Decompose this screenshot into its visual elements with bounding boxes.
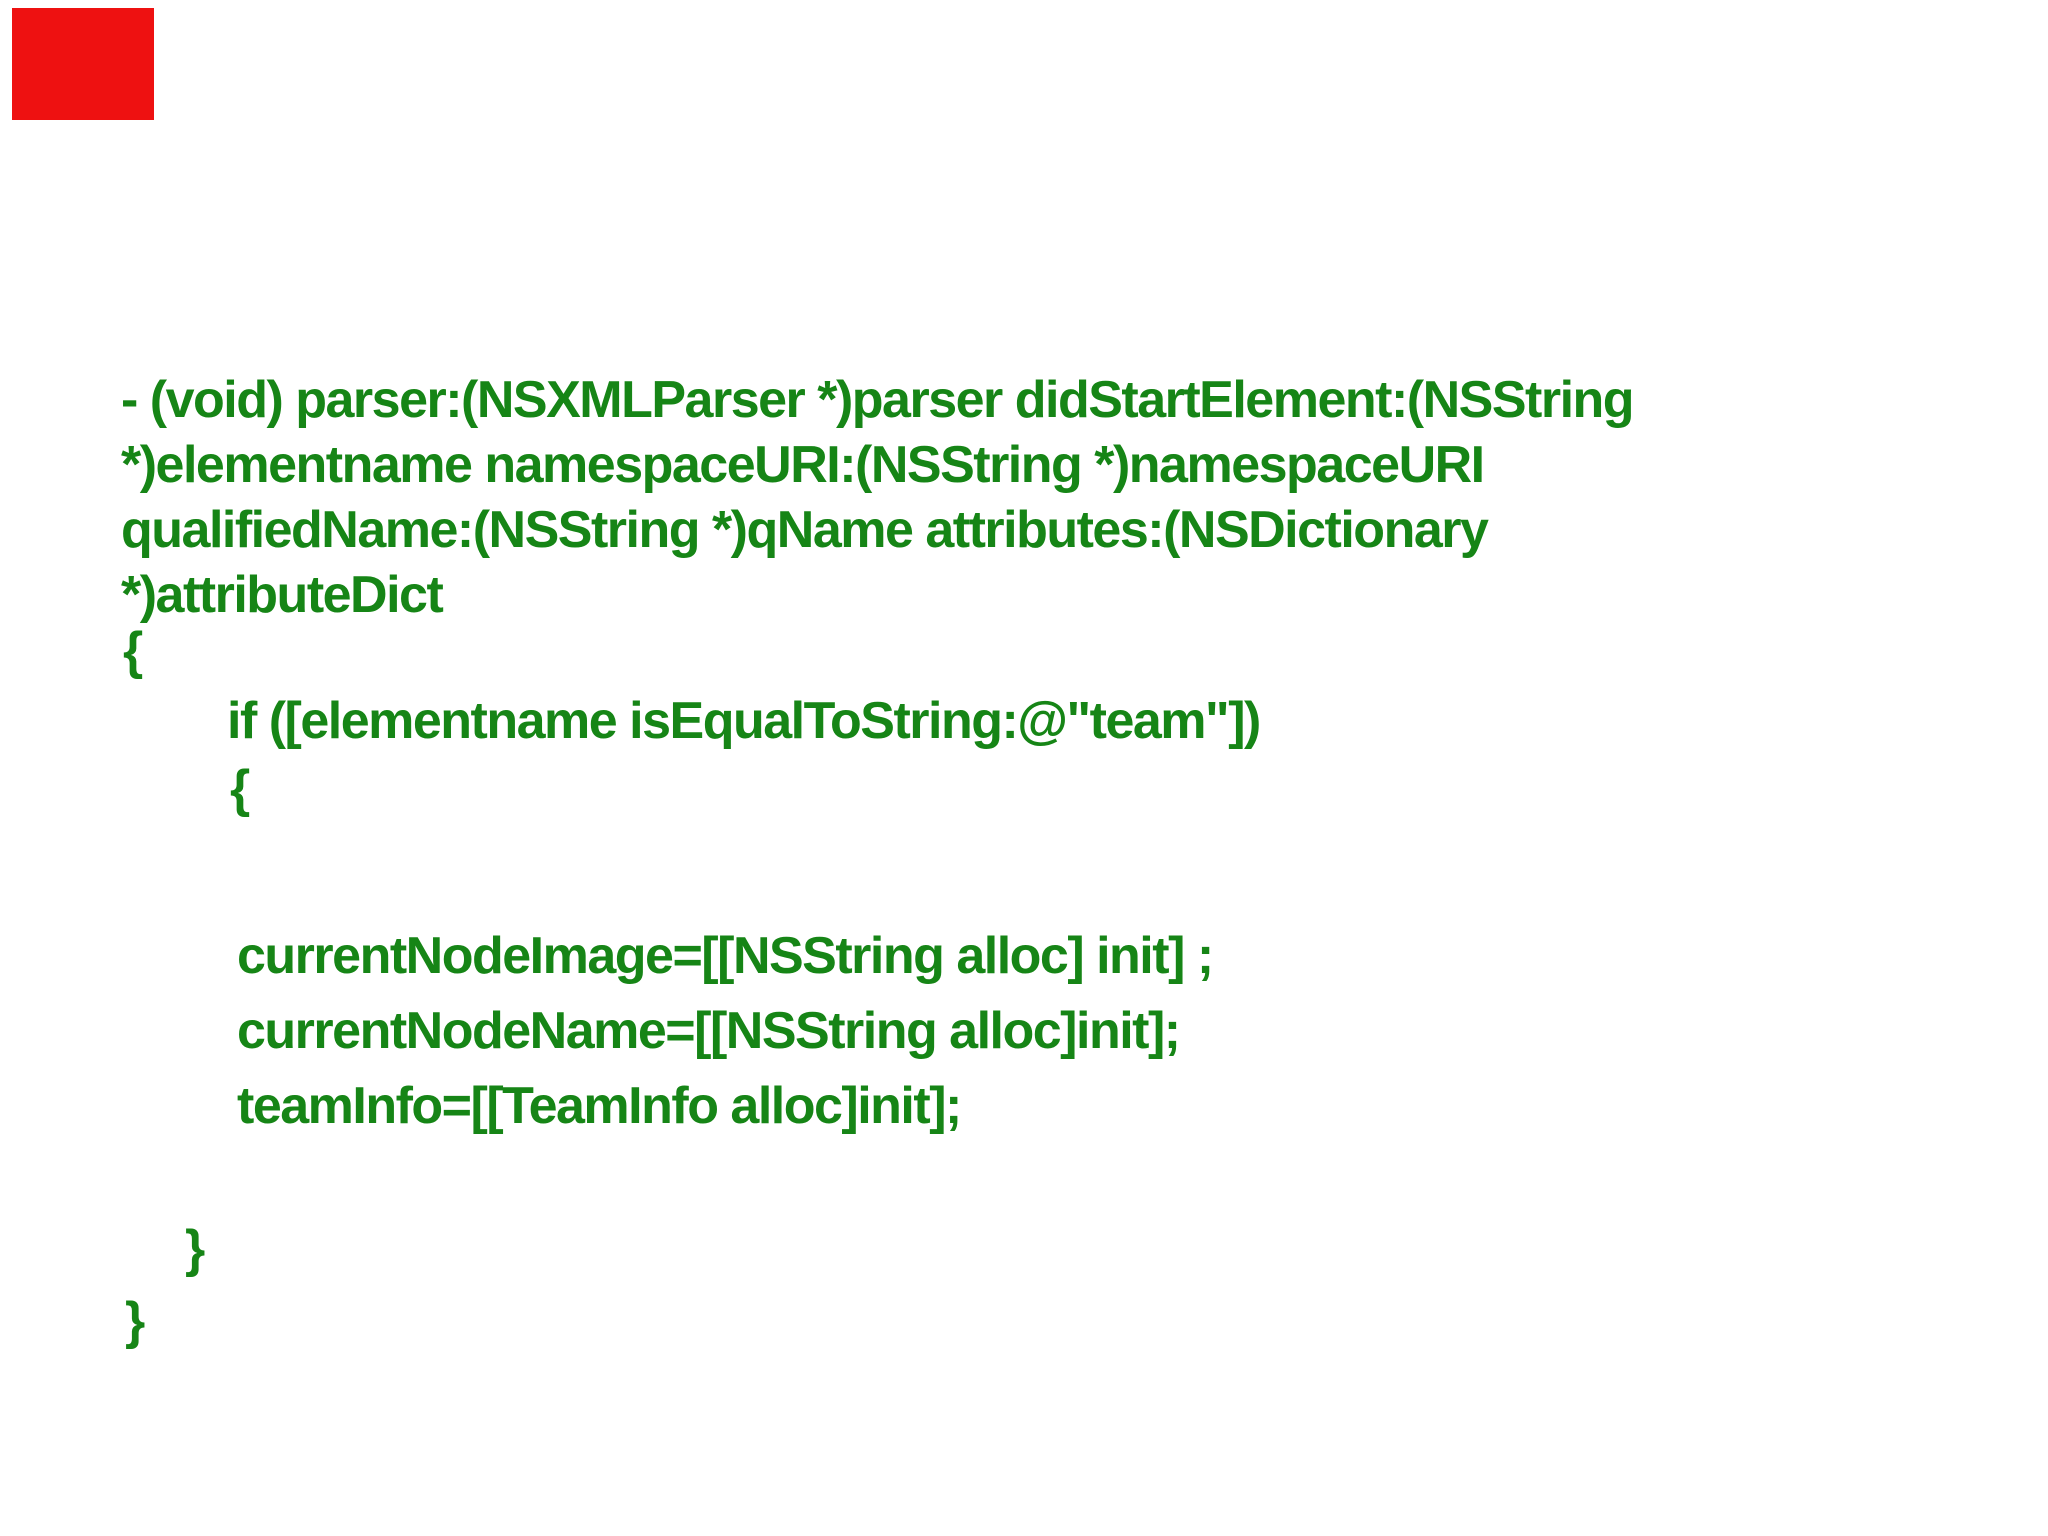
- code-line-open-brace-outer: {: [123, 622, 143, 680]
- code-line-team-info: teamInfo=[[TeamInfo alloc]init];: [237, 1077, 962, 1135]
- code-line-method-signature-4: *)attributeDict: [121, 566, 444, 624]
- code-line-close-brace-outer: }: [125, 1292, 145, 1350]
- code-line-method-signature-1: - (void) parser:(NSXMLParser *)parser di…: [121, 371, 1635, 429]
- code-line-method-signature-2: *)elementname namespaceURI:(NSString *)n…: [121, 436, 1485, 494]
- code-line-open-brace-inner: {: [230, 760, 250, 818]
- code-line-method-signature-3: qualifiedName:(NSString *)qName attribut…: [121, 501, 1489, 559]
- red-marker-rectangle: [12, 8, 154, 120]
- code-line-current-node-name: currentNodeName=[[NSString alloc]init];: [237, 1002, 1181, 1060]
- code-line-if-statement: if ([elementname isEqualToString:@"team"…: [227, 692, 1261, 750]
- code-line-current-node-image: currentNodeImage=[[NSString alloc] init]…: [237, 927, 1214, 985]
- code-line-close-brace-inner: }: [185, 1220, 205, 1278]
